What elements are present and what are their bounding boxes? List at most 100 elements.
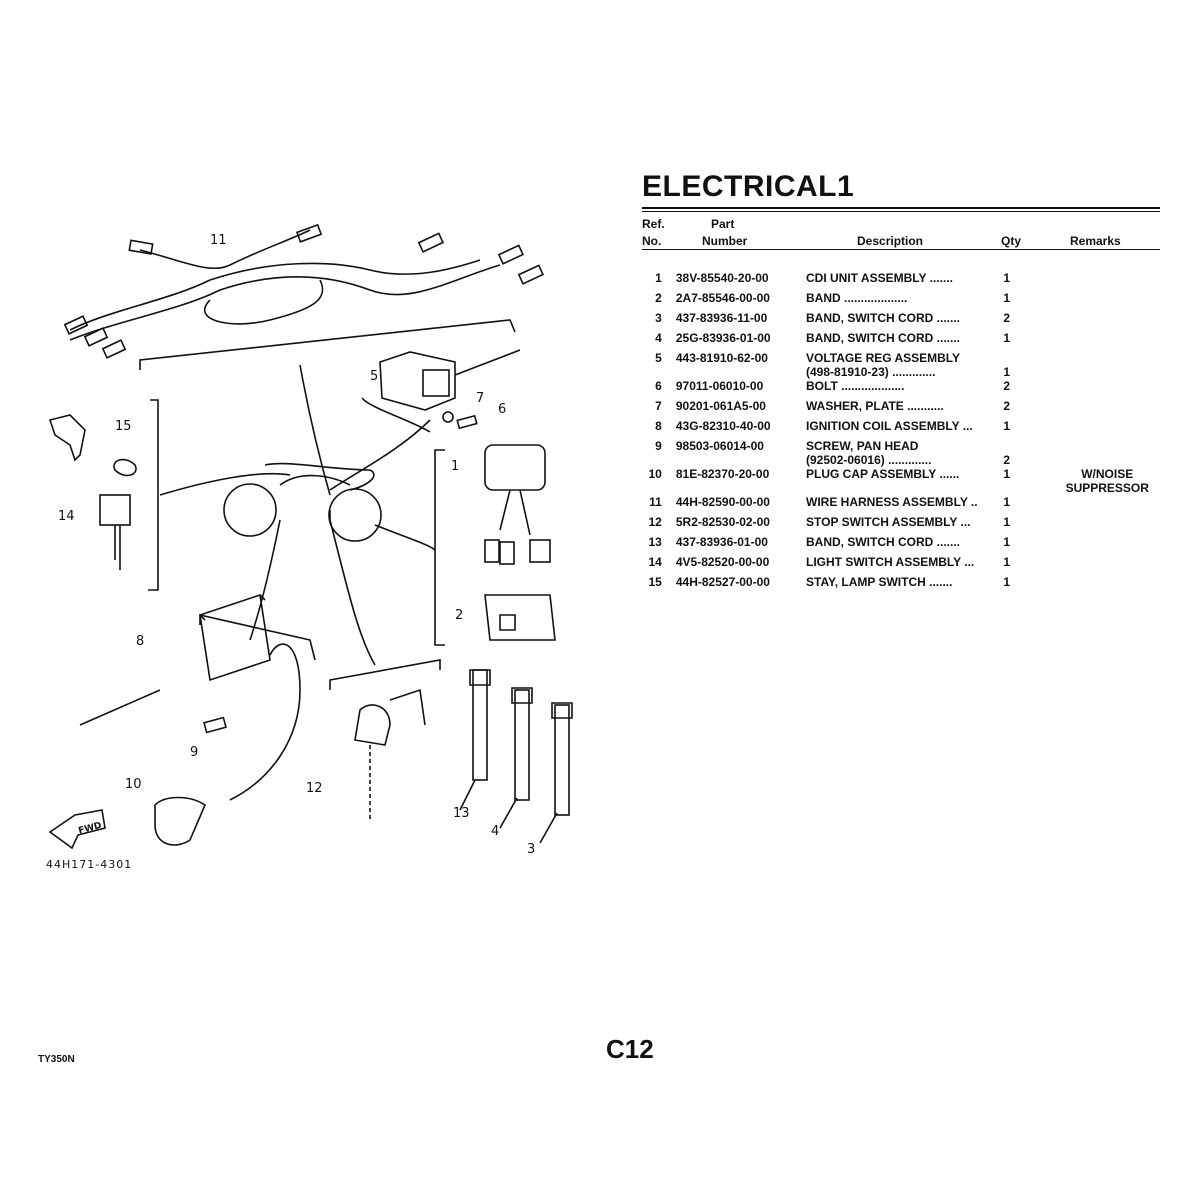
qty-value: 1 [1003, 419, 1011, 433]
qty-value: 1 [1003, 467, 1011, 481]
header-qty: Qty [1001, 234, 1022, 248]
description-line: SCREW, PAN HEAD [806, 439, 919, 453]
description-cell: BAND ................... [806, 291, 1003, 311]
qty-value: 1 [1003, 495, 1011, 509]
callout-8: 8 [136, 634, 144, 649]
remarks-cell [1053, 291, 1163, 311]
qty-cell: 2 [1003, 439, 1052, 467]
description-line: WIRE HARNESS ASSEMBLY .. [806, 495, 978, 509]
description-line-2: (92502-06016) ............. [806, 453, 932, 467]
description-cell: BAND, SWITCH CORD ....... [806, 311, 1003, 331]
part-number-cell: 43G-82310-40-00 [675, 419, 771, 433]
qty-value: 2 [1003, 311, 1011, 325]
part-number-cell: 38V-85540-20-00 [675, 271, 769, 285]
description-cell: BAND, SWITCH CORD ....... [806, 331, 1003, 351]
ref-cell: 3 [655, 311, 662, 325]
ref-cell: 12 [648, 515, 662, 529]
remarks-cell [1053, 535, 1163, 555]
page-title: ELECTRICAL1 [642, 170, 855, 203]
model-code: TY350N [38, 1054, 75, 1065]
parts-table: 1 38V-85540-20-00 CDI UNIT ASSEMBLY ......… [642, 271, 1162, 595]
qty-value: 2 [1003, 379, 1011, 393]
diagram-callouts: 11 5 7 6 15 1 14 2 8 9 10 12 13 4 3 FWD … [46, 233, 535, 871]
qty-value: 1 [1003, 515, 1011, 529]
remarks-cell [1053, 495, 1163, 515]
description-cell: VOLTAGE REG ASSEMBLY(498-81910-23) .....… [806, 351, 1003, 379]
qty-value: 1 [1003, 575, 1011, 589]
ref-cell: 14 [648, 555, 662, 569]
qty-cell: 2 [1003, 399, 1052, 419]
description-line: BAND ................... [806, 291, 908, 305]
description-cell: LIGHT SWITCH ASSEMBLY ... [806, 555, 1003, 575]
description-cell: STAY, LAMP SWITCH ....... [806, 575, 1003, 595]
description-cell: PLUG CAP ASSEMBLY ...... [806, 467, 1003, 495]
part-number-cell: 2A7-85546-00-00 [675, 291, 770, 305]
qty-cell: 1 [1003, 419, 1052, 439]
qty-cell: 1 [1003, 495, 1052, 515]
ref-cell: 2 [655, 291, 662, 305]
header-rule [642, 249, 1160, 250]
header-ref-bottom: No. [642, 234, 662, 248]
callout-7: 7 [476, 391, 484, 406]
callout-10: 10 [125, 777, 142, 792]
qty-cell: 1 [1003, 291, 1052, 311]
remarks-cell [1053, 351, 1163, 379]
remarks-cell [1053, 419, 1163, 439]
description-cell: WIRE HARNESS ASSEMBLY .. [806, 495, 1003, 515]
ref-cell: 13 [648, 535, 662, 549]
title-rule [642, 207, 1160, 209]
header-description: Description [857, 234, 924, 248]
title-rule-thin [642, 211, 1160, 212]
qty-cell: 1 [1003, 351, 1052, 379]
description-line: PLUG CAP ASSEMBLY ...... [806, 467, 960, 481]
ref-cell: 6 [655, 379, 662, 393]
qty-cell: 1 [1003, 535, 1052, 555]
qty-value: 2 [1003, 453, 1011, 467]
exploded-diagram: 11 5 7 6 15 1 14 2 8 9 10 12 13 4 3 FWD … [30, 220, 620, 880]
callout-3: 3 [527, 842, 535, 857]
fwd-label: FWD [77, 821, 102, 837]
remarks-cell [1053, 379, 1163, 399]
description-line: WASHER, PLATE ........... [806, 399, 944, 413]
description-cell: BAND, SWITCH CORD ....... [806, 535, 1003, 555]
part-number-cell: 437-83936-01-00 [675, 535, 768, 549]
header-part-bottom: Number [702, 234, 748, 248]
page-number: C12 [606, 1034, 654, 1064]
ref-cell: 15 [648, 575, 662, 589]
qty-cell: 1 [1003, 467, 1052, 495]
part-number-cell: 90201-061A5-00 [675, 399, 766, 413]
part-number-cell: 443-81910-62-00 [675, 351, 768, 365]
ref-cell: 10 [648, 467, 662, 481]
part-number-cell: 97011-06010-00 [675, 379, 764, 393]
qty-value: 1 [1003, 535, 1011, 549]
table-row: 13 437-83936-01-00 BAND, SWITCH CORD .....… [642, 535, 1162, 555]
table-row: 1 38V-85540-20-00 CDI UNIT ASSEMBLY ......… [642, 271, 1162, 291]
description-cell: WASHER, PLATE ........... [806, 399, 1003, 419]
remarks-cell [1053, 439, 1163, 467]
description-line: VOLTAGE REG ASSEMBLY [806, 351, 961, 365]
ref-cell: 11 [649, 495, 662, 509]
qty-cell: 2 [1003, 311, 1052, 331]
qty-value: 1 [1003, 291, 1011, 305]
description-line: STOP SWITCH ASSEMBLY ... [806, 515, 971, 529]
ref-cell: 1 [655, 271, 662, 285]
part-number-cell: 25G-83936-01-00 [675, 331, 771, 345]
diagram-svg: 11 5 7 6 15 1 14 2 8 9 10 12 13 4 3 FWD … [46, 223, 573, 871]
callout-14: 14 [58, 509, 75, 524]
description-cell: CDI UNIT ASSEMBLY ....... [806, 271, 1003, 291]
description-cell: BOLT ................... [806, 379, 1003, 399]
description-line: LIGHT SWITCH ASSEMBLY ... [806, 555, 975, 569]
qty-cell: 1 [1003, 515, 1052, 535]
qty-value: 2 [1003, 399, 1011, 413]
